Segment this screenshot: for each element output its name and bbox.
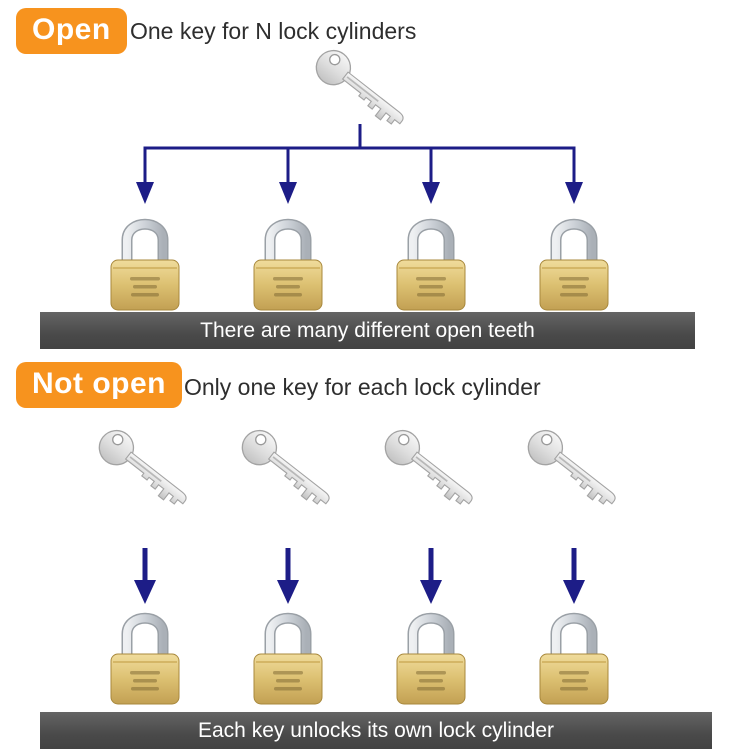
- key-row-not-open: [91, 422, 626, 516]
- arrow-row-not-open: [134, 548, 585, 604]
- key-icon: [234, 422, 340, 516]
- down-arrow-icon: [134, 580, 156, 604]
- padlock-icon: [254, 618, 322, 704]
- padlock-row-open: [111, 224, 608, 310]
- not-open-badge: Not open: [16, 362, 182, 408]
- padlock-icon: [397, 224, 465, 310]
- padlock-icon: [254, 224, 322, 310]
- master-key-icon: [308, 42, 414, 136]
- down-arrow-icon: [277, 580, 299, 604]
- padlock-icon: [111, 224, 179, 310]
- open-section-title: One key for N lock cylinders: [130, 18, 417, 44]
- down-arrow-icon: [136, 182, 154, 204]
- padlock-icon: [397, 618, 465, 704]
- padlock-icon: [540, 224, 608, 310]
- not-open-section-title: Only one key for each lock cylinder: [184, 374, 541, 400]
- padlock-icon: [111, 618, 179, 704]
- key-icon: [520, 422, 626, 516]
- open-banner: There are many different open teeth: [40, 312, 695, 349]
- down-arrow-icon: [563, 580, 585, 604]
- down-arrow-icon: [420, 580, 442, 604]
- tree-connector: [143, 124, 576, 184]
- padlock-row-not-open: [111, 618, 608, 704]
- key-icon: [377, 422, 483, 516]
- not-open-banner: Each key unlocks its own lock cylinder: [40, 712, 712, 749]
- key-icon: [91, 422, 197, 516]
- down-arrow-icon: [279, 182, 297, 204]
- open-badge: Open: [16, 8, 127, 54]
- padlock-icon: [540, 618, 608, 704]
- down-arrow-icon: [565, 182, 583, 204]
- down-arrow-icon: [422, 182, 440, 204]
- tree-arrowheads: [136, 182, 583, 204]
